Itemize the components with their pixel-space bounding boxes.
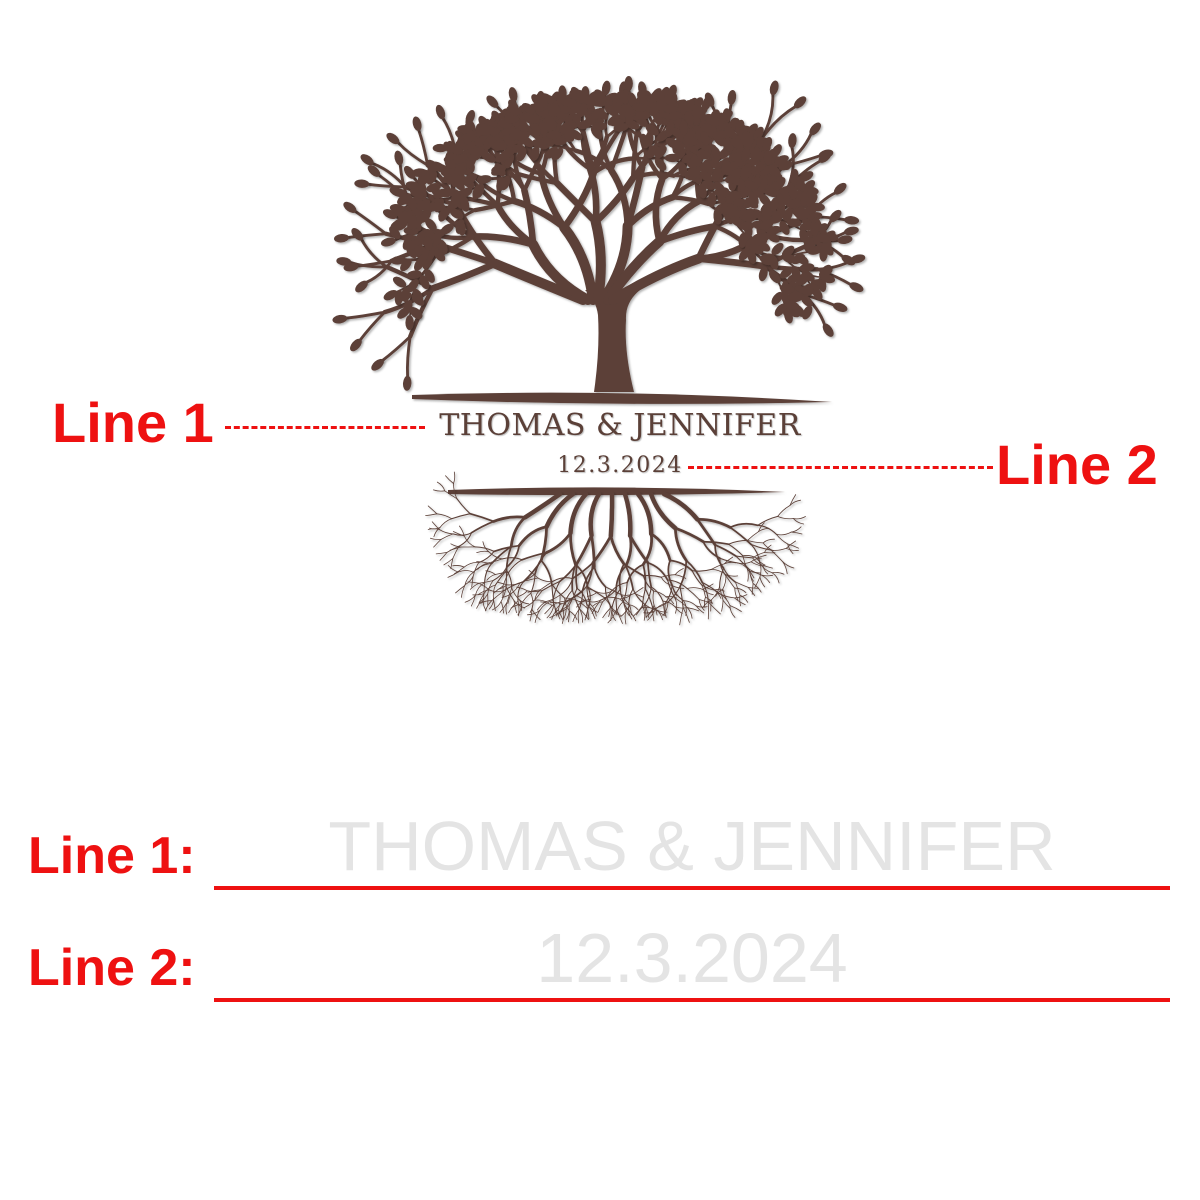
- line-2-callout-leader: [688, 466, 993, 469]
- line-2-field-label: Line 2:: [28, 939, 196, 997]
- line-1-form-row: Line 1:: [28, 800, 1170, 890]
- line-1-input[interactable]: [214, 806, 1170, 890]
- line-2-form-row: Line 2:: [28, 912, 1170, 1002]
- line-2-callout-label: Line 2: [996, 433, 1158, 496]
- tree-of-life-icon: [332, 76, 866, 626]
- line-2-input[interactable]: [214, 918, 1170, 1002]
- design-line-1-text: THOMAS & JENNIFER: [439, 408, 801, 443]
- design-line-2-text: 12.3.2024: [557, 453, 683, 478]
- tree-leaves: [332, 76, 866, 391]
- ground-lines: [412, 392, 832, 496]
- tree-of-life-artwork: [332, 76, 866, 626]
- line-1-callout-label: Line 1: [52, 391, 214, 454]
- tree-roots-icon: [425, 471, 806, 626]
- line-1-field-label: Line 1:: [28, 827, 196, 885]
- line-1-callout-leader: [225, 426, 425, 429]
